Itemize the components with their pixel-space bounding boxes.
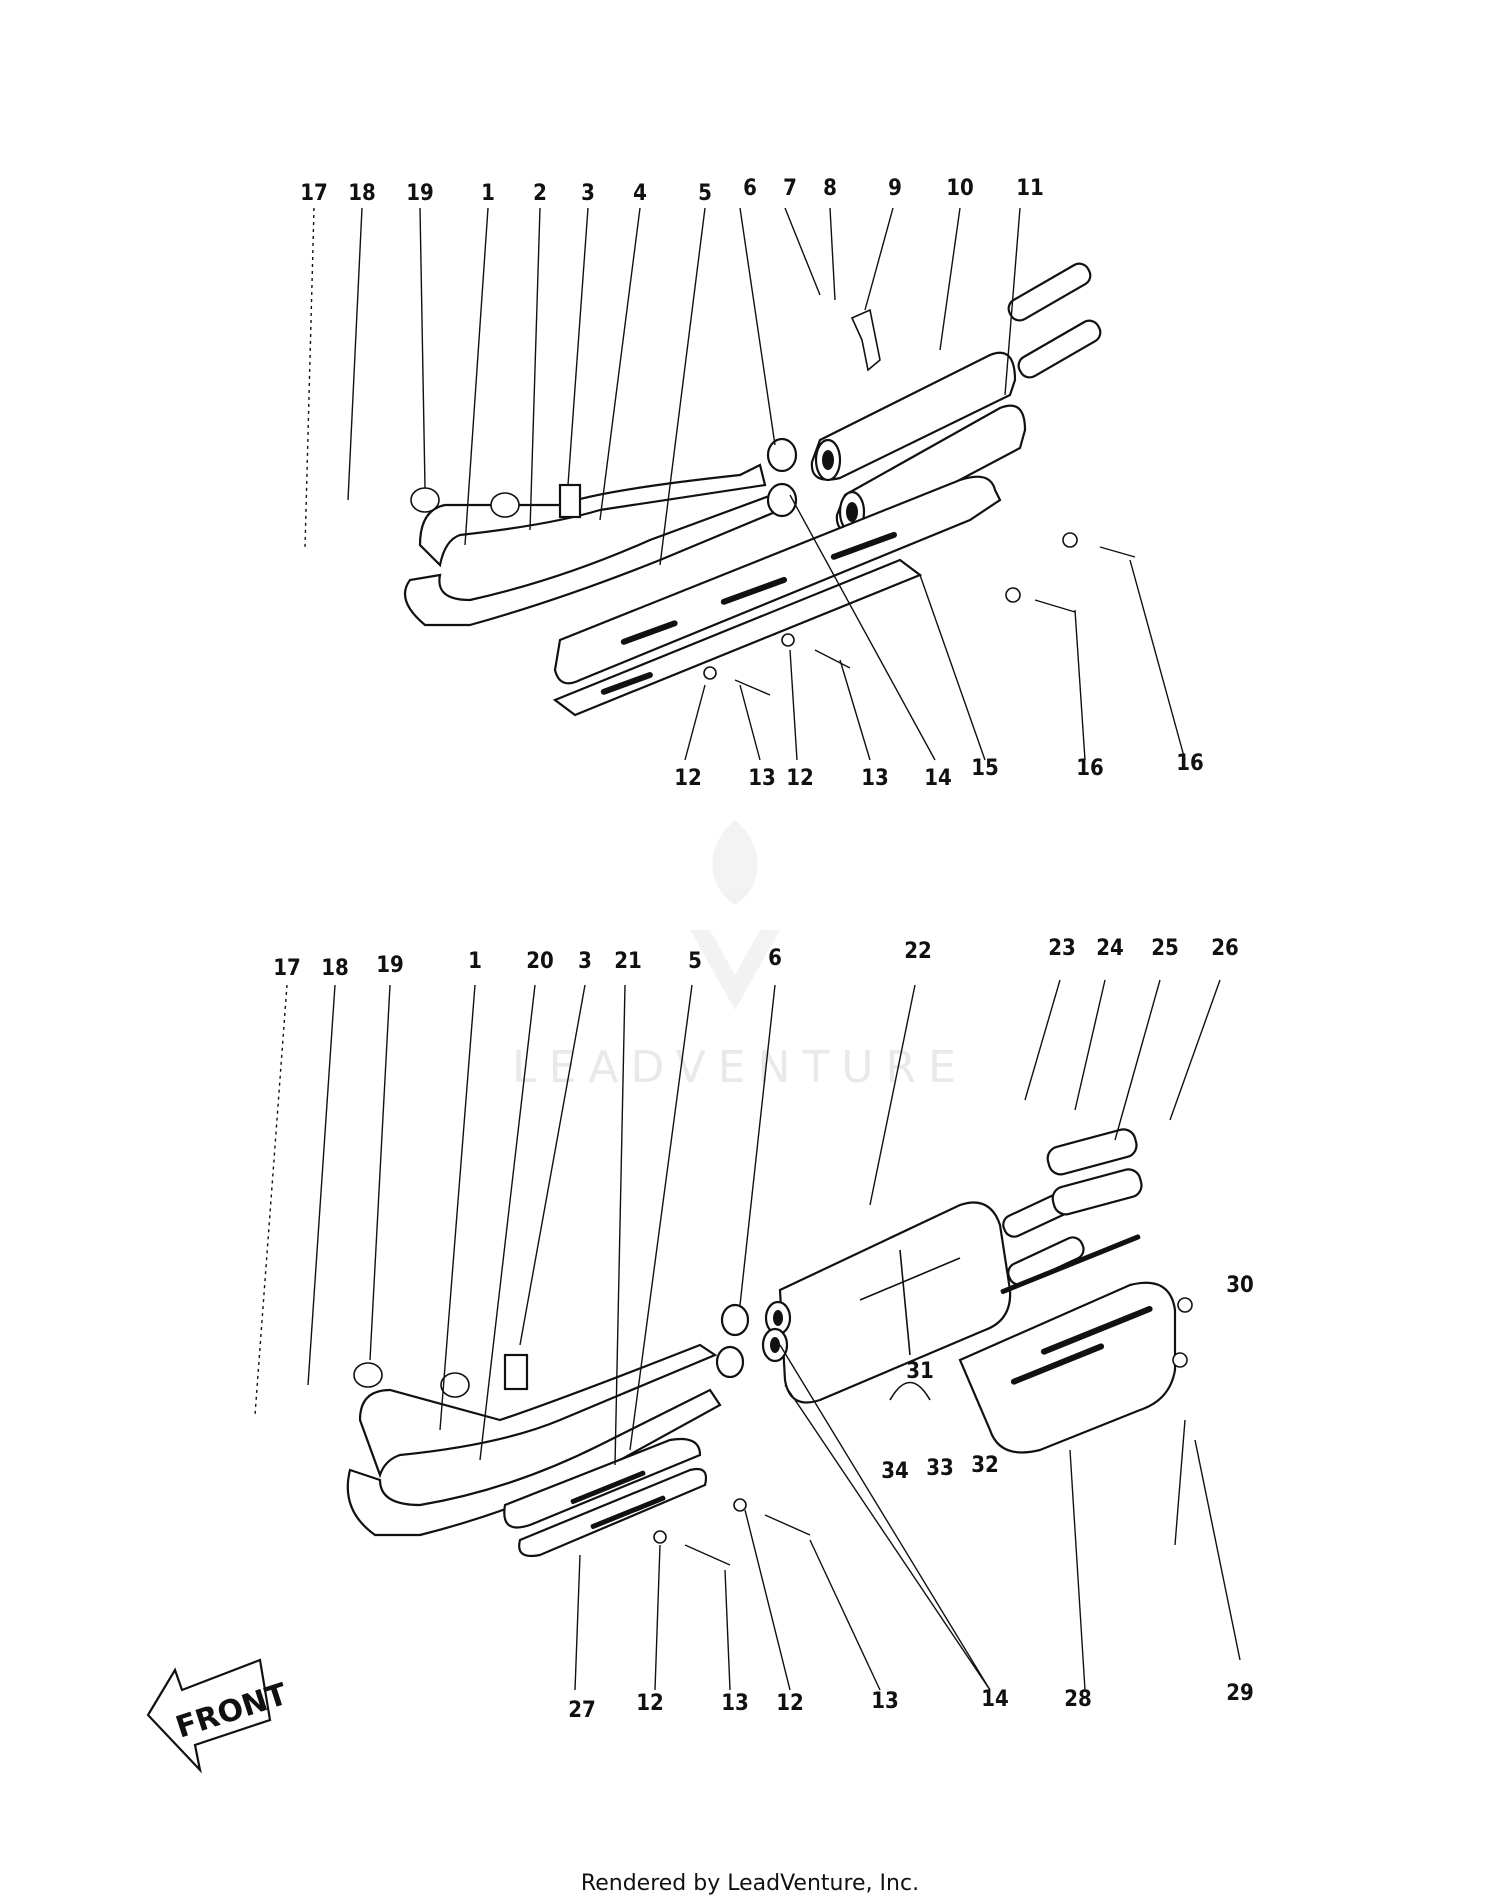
callout-13: 13 — [871, 1689, 899, 1714]
gasket-icon — [410, 487, 440, 513]
washer-icon — [653, 1530, 667, 1544]
watermark-text: LEADVENTURE — [512, 1042, 968, 1093]
muffler-bracket-icon — [850, 308, 881, 372]
callout-34: 34 — [881, 1459, 909, 1484]
callout-15: 15 — [971, 756, 999, 781]
callout-19: 19 — [376, 953, 404, 978]
callout-12: 12 — [636, 1691, 664, 1716]
callout-14: 14 — [981, 1687, 1009, 1712]
callout-13: 13 — [748, 766, 776, 791]
gasket-icon — [440, 1372, 470, 1398]
callout-17: 17 — [300, 181, 328, 206]
callout-27: 27 — [568, 1698, 596, 1723]
callout-12: 12 — [674, 766, 702, 791]
upper-callouts: 17 18 19 1 2 3 4 5 6 7 8 9 10 11 12 13 1… — [300, 176, 1204, 791]
flange-icon — [558, 483, 582, 519]
lower-callouts: 17 18 19 1 20 3 21 5 6 22 23 24 25 26 30… — [273, 936, 1254, 1723]
callout-14: 14 — [924, 766, 952, 791]
callout-17: 17 — [273, 956, 301, 981]
callout-29: 29 — [1226, 1681, 1254, 1706]
clamp-icon — [715, 1345, 745, 1379]
callout-5: 5 — [688, 949, 702, 974]
callout-32: 32 — [971, 1453, 999, 1478]
callout-33: 33 — [926, 1456, 954, 1481]
callout-25: 25 — [1151, 936, 1179, 961]
washer-icon — [1172, 1352, 1188, 1368]
exhaust-pipes-icon — [346, 1343, 722, 1537]
flame-logo-icon — [690, 820, 780, 1010]
clamp-icon — [766, 437, 798, 473]
callout-23: 23 — [1048, 936, 1076, 961]
callout-13: 13 — [721, 1691, 749, 1716]
callout-6: 6 — [743, 176, 757, 201]
callout-11: 11 — [1016, 176, 1044, 201]
callout-1: 1 — [468, 949, 482, 974]
callout-5: 5 — [698, 181, 712, 206]
callout-26: 26 — [1211, 936, 1239, 961]
callout-4: 4 — [633, 181, 647, 206]
callout-3: 3 — [578, 949, 592, 974]
front-direction-arrow: FRONT — [146, 1658, 292, 1774]
heat-guard-icon — [503, 1437, 708, 1558]
flange-icon — [503, 1353, 529, 1391]
callout-9: 9 — [888, 176, 902, 201]
gasket-icon — [490, 492, 520, 518]
upper-assembly: 17 18 19 1 2 3 4 5 6 7 8 9 10 11 12 13 1… — [300, 176, 1204, 791]
callout-1: 1 — [481, 181, 495, 206]
callout-12: 12 — [776, 1691, 804, 1716]
callout-28: 28 — [1064, 1687, 1092, 1712]
bolt-icon — [814, 649, 851, 669]
washer-icon — [1005, 587, 1021, 603]
callout-24: 24 — [1096, 936, 1124, 961]
footer-credit: Rendered by LeadVenture, Inc. — [581, 1871, 919, 1896]
callout-16: 16 — [1176, 751, 1204, 776]
washer-icon — [733, 1498, 747, 1512]
washer-icon — [781, 633, 795, 647]
washer-icon — [1177, 1297, 1193, 1313]
callout-8: 8 — [823, 176, 837, 201]
callout-16: 16 — [1076, 756, 1104, 781]
callout-13: 13 — [861, 766, 889, 791]
bolt-icon — [734, 679, 771, 696]
bolt-icon — [1034, 599, 1076, 613]
callout-20: 20 — [526, 949, 554, 974]
washer-icon — [703, 666, 717, 680]
callout-10: 10 — [946, 176, 974, 201]
clamp-icon — [766, 482, 798, 518]
band-clamp-icon — [889, 1381, 931, 1401]
callout-22: 22 — [904, 939, 932, 964]
watermark: LEADVENTURE — [512, 820, 968, 1093]
callout-2: 2 — [533, 181, 547, 206]
callout-12: 12 — [786, 766, 814, 791]
bolt-icon — [764, 1514, 811, 1536]
callout-3: 3 — [581, 181, 595, 206]
callout-30: 30 — [1226, 1273, 1254, 1298]
tail-tube-icon — [1046, 1128, 1143, 1216]
bolt-icon — [1099, 546, 1136, 558]
clamp-icon — [720, 1303, 750, 1337]
gasket-icon — [353, 1362, 383, 1388]
callout-18: 18 — [321, 956, 349, 981]
lower-assembly: 17 18 19 1 20 3 21 5 6 22 23 24 25 26 30… — [254, 936, 1254, 1723]
callout-31: 31 — [906, 1359, 934, 1384]
washer-icon — [1062, 532, 1078, 548]
callout-7: 7 — [783, 176, 797, 201]
callout-18: 18 — [348, 181, 376, 206]
muffler-upper-icon — [810, 262, 1092, 482]
heat-shield-icon — [958, 1234, 1177, 1454]
callout-19: 19 — [406, 181, 434, 206]
bolt-icon — [684, 1544, 731, 1566]
callout-6: 6 — [768, 946, 782, 971]
callout-21: 21 — [614, 949, 642, 974]
